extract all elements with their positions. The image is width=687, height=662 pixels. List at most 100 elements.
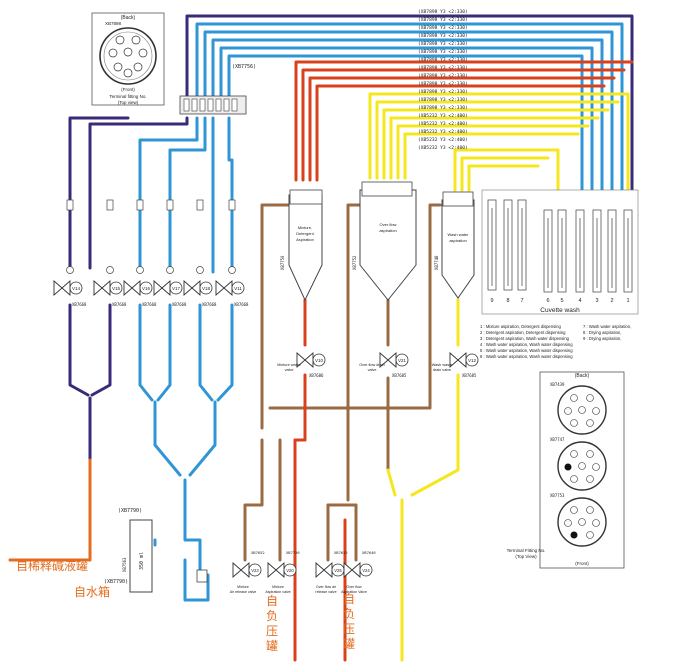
connector-right-back: (Back)	[575, 373, 590, 379]
tube-brown-4	[243, 438, 264, 562]
connector-caption-2: (Top view)	[118, 100, 139, 105]
tube-label: (XB7898 Y3 <2:330)	[418, 97, 468, 103]
tube-label: (XB7898 Y3 <2:330)	[418, 9, 468, 15]
syringe-id2: XB7563	[122, 557, 127, 572]
tube-blue-merge-left	[138, 303, 182, 477]
tube-label: (XB7898 Y3 <2:330)	[418, 17, 468, 23]
tube-yellow-8	[460, 156, 550, 192]
tube-blue-5	[227, 54, 584, 287]
valve-lower-label: V20	[286, 568, 294, 573]
connector-right-id-1: XB7439	[550, 382, 565, 387]
tube-blue-merge-right	[188, 303, 234, 477]
tube-red-2	[301, 68, 626, 182]
tube-label: (XB5232 Y3 <2:400)	[418, 137, 468, 143]
tube-blue-v11	[227, 116, 234, 274]
valve-upper-label: V16	[142, 286, 151, 291]
valve-lower-caption-2: Aspiration Valve	[341, 590, 367, 594]
valve-lower-label: V23	[251, 568, 259, 573]
label-diluent-tank: 自稀释碱液罐	[16, 558, 88, 573]
tube-brown-3	[268, 203, 442, 410]
tube-orange-diluent	[8, 458, 92, 562]
cuvette-legend-item: 7 : Wash water aspiration,	[583, 324, 631, 329]
valve-upper-id: XB7668	[234, 302, 249, 307]
tube-red-drain-1	[293, 298, 307, 662]
cuvette-nozzle-number: 1	[626, 298, 629, 304]
tube-label: (XB7898 Y3 <2:330)	[418, 65, 468, 71]
tube-brown-1	[260, 203, 290, 430]
cuvette-nozzle-number: 4	[578, 298, 581, 304]
tube-blue-4	[219, 46, 594, 287]
tube-yellow-drain	[386, 298, 460, 662]
valve-upper-id: XB7668	[202, 302, 217, 307]
tube-blue-1	[195, 22, 624, 287]
label-vacuum-1-char4: 罐	[266, 639, 278, 653]
valve-upper-id: XB7668	[72, 302, 87, 307]
cuvette-nozzle: 3	[592, 209, 602, 304]
connector-right-front: (Front)	[575, 561, 589, 566]
valve-lower-caption-1: Over flow	[346, 585, 362, 589]
valve-mid-caption-2: valve	[368, 368, 377, 372]
tank-overflow-name1: Over flow	[380, 222, 397, 227]
tube-red-3	[308, 76, 616, 182]
label-vacuum-1-char1: 自	[266, 594, 278, 608]
valve-mid-label: V10	[315, 358, 324, 363]
cuvette-legend-item: 9 : Drying aspiration,	[583, 336, 621, 341]
valve-upper-label: V17	[172, 286, 181, 291]
valve-mid-label: V12	[468, 358, 477, 363]
tube-yellow-2	[375, 100, 620, 180]
cuvette-nozzle-number: 8	[506, 298, 509, 304]
tube-red-4	[315, 84, 606, 182]
connector-right-id-3: XB7753	[550, 493, 565, 498]
label-vacuum-2: 自 负 压 罐	[343, 592, 355, 651]
label-vacuum-2-char1: 自	[343, 592, 355, 606]
tube-yellow-6	[403, 132, 580, 180]
tank-mixture-name1: Mixture,	[298, 225, 312, 230]
connector-right-id-2: XB7747	[550, 437, 565, 442]
cuvette-nozzle-number: 3	[595, 298, 598, 304]
connector-back-label: (Back)	[121, 15, 136, 21]
tube-label: (XB7898 Y3 <2:330)	[418, 49, 468, 55]
valve-mid-id: XB7686	[309, 373, 324, 378]
cuvette-legend-item: 6 : Wash water aspiration, Wash water di…	[480, 354, 573, 359]
tank-overflow-name2: aspiration	[379, 228, 396, 233]
tube-label: (XB7898 Y3 <2:330)	[418, 41, 468, 47]
cuvette-nozzle-number: 6	[546, 298, 549, 304]
connector-right-caption2: (Top View)	[515, 554, 537, 559]
tube-labels: (XB7898 Y3 <2:330) (XB7898 Y3 <2:330) (XB7…	[418, 9, 468, 151]
valve-lower-caption-2: Air release valve	[230, 590, 257, 594]
cuvette-legend-item: 1 : Mixture aspiration, Detergent dispen…	[480, 324, 561, 329]
cuvette-nozzle: 2	[607, 209, 617, 304]
manifold: (XB7756)	[179, 64, 256, 115]
syringe-volume: 350 ml	[139, 552, 145, 570]
valve-lower-caption-2: release valve	[315, 590, 336, 594]
connector-top-left: (Back) XB7898 (Front) Terminal fitting N…	[91, 12, 165, 106]
valve-upper-id: XB7668	[142, 302, 157, 307]
connector-caption-1: Terminal fitting No.	[109, 94, 146, 99]
cuvette-title: Cuvette wash	[540, 307, 580, 314]
tube-label: (XB5232 Y3 <2:400)	[418, 145, 468, 151]
valve-lower-id: XB7652	[334, 550, 348, 555]
label-vacuum-1-char3: 压	[266, 624, 278, 638]
cuvette-legend: 1 : Mixture aspiration, Detergent dispen…	[480, 324, 631, 359]
cuvette-nozzle: 5	[557, 209, 567, 304]
water-valve-label: (XB7790)	[104, 579, 128, 585]
cuvette-nozzle: 6	[543, 209, 553, 304]
tank-mixture: Mixture, Detergent Aspiration XB7750	[280, 189, 323, 302]
tank-wash-id: XB7748	[434, 255, 439, 270]
connector-right-caption1: Terminal Fitting No.	[507, 548, 546, 553]
valve-mid-label: V21	[398, 358, 407, 363]
connector-right: (Back) XB7439 XB7747 XB7753 (Front) Term…	[507, 371, 625, 569]
